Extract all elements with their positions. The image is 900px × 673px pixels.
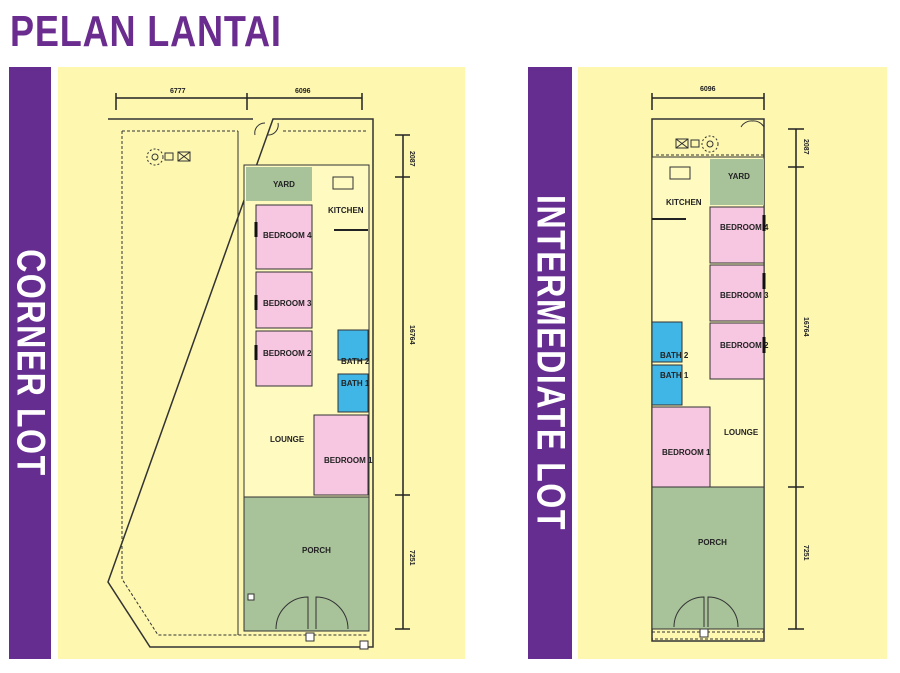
intermediate-kitchen-label: KITCHEN [666,198,702,207]
intermediate-bath-2-label: BATH 2 [660,351,689,360]
corner-back-gate [254,122,279,136]
intermediate-porch-label: PORCH [698,538,727,547]
corner-kitchen-sink [332,176,354,190]
corner-porch-label: PORCH [302,546,331,555]
corner-utility-icons [146,148,191,166]
intermediate-kitchen-sink [669,166,691,180]
intermediate-utility-icons [675,135,719,153]
intermediate-yard-label: YARD [728,172,750,181]
intermediate-lounge-label: LOUNGE [724,428,759,437]
corner-dim-height-3: 7251 [408,550,415,566]
corner-bedroom-1 [313,414,369,496]
intermediate-bedroom-4 [709,206,765,264]
corner-lot-label: CORNER LOT [8,249,53,477]
intermediate-dim-height-2: 16764 [802,317,809,337]
corner-front-gate [275,596,349,630]
intermediate-bath-1-label: BATH 1 [660,371,689,380]
corner-kitchen-label: KITCHEN [328,206,364,215]
corner-bath-2 [337,329,369,361]
corner-bath-1 [337,373,369,413]
corner-dim-height-2: 16764 [408,325,415,345]
corner-dim-height-1: 2087 [408,151,415,167]
corner-bedroom-1-label: BEDROOM 1 [324,456,373,465]
corner-lounge-label: LOUNGE [270,435,305,444]
corner-dim-width-1: 6777 [170,88,186,95]
corner-bath-2-label: BATH 2 [341,357,370,366]
corner-dimension-lines [115,93,410,630]
corner-yard-label: YARD [273,180,295,189]
corner-lot-floorplan: 6777 6096 2087 16764 7251 YARD KITCHEN [107,88,415,650]
page-title: PELAN LANTAI [10,7,282,56]
intermediate-lot-band: INTERMEDIATE LOT [528,67,573,659]
intermediate-bedroom-3-label: BEDROOM 3 [720,291,769,300]
corner-plot-outline [107,118,374,648]
corner-yard [246,167,312,201]
intermediate-bath-1 [651,364,683,406]
corner-pillar [247,593,255,601]
intermediate-yard [710,159,764,205]
corner-gate-pillar [305,632,315,642]
intermediate-front-gate [673,596,739,628]
intermediate-lot-label: INTERMEDIATE LOT [528,194,573,532]
corner-bedroom-4 [255,204,313,270]
intermediate-dim-height-3: 7251 [802,545,809,561]
intermediate-dim-width: 6096 [700,86,716,93]
intermediate-dimension-lines [651,93,804,630]
intermediate-back-gate [740,120,765,128]
intermediate-lot-floorplan: 6096 2087 16764 7251 YARD KITCHEN BEDROO… [651,86,809,642]
corner-lot-plan-panel: 6777 6096 2087 16764 7251 YARD KITCHEN [58,67,465,659]
corner-bedroom-3 [255,271,313,329]
corner-porch [243,496,370,632]
intermediate-bedroom-1-label: BEDROOM 1 [662,448,711,457]
intermediate-dim-height-1: 2087 [802,139,809,155]
intermediate-bedroom-1 [651,406,711,488]
intermediate-bedroom-3 [709,264,765,322]
corner-lot-band: CORNER LOT [8,67,53,659]
intermediate-bedroom-2 [709,322,765,380]
corner-bedroom-4-label: BEDROOM 4 [263,231,312,240]
corner-bedroom-2 [255,330,313,387]
corner-corner-pillar [359,640,369,650]
corner-bath-1-label: BATH 1 [341,379,370,388]
intermediate-bath-2 [651,321,683,363]
intermediate-gate-pillar [699,628,709,638]
intermediate-lot-plan-panel: 6096 2087 16764 7251 YARD KITCHEN BEDROO… [578,67,887,659]
intermediate-bedroom-4-label: BEDROOM 4 [720,223,769,232]
intermediate-bedroom-2-label: BEDROOM 2 [720,341,769,350]
corner-bedroom-3-label: BEDROOM 3 [263,299,312,308]
corner-dim-width-2: 6096 [295,88,311,95]
corner-bedroom-2-label: BEDROOM 2 [263,349,312,358]
